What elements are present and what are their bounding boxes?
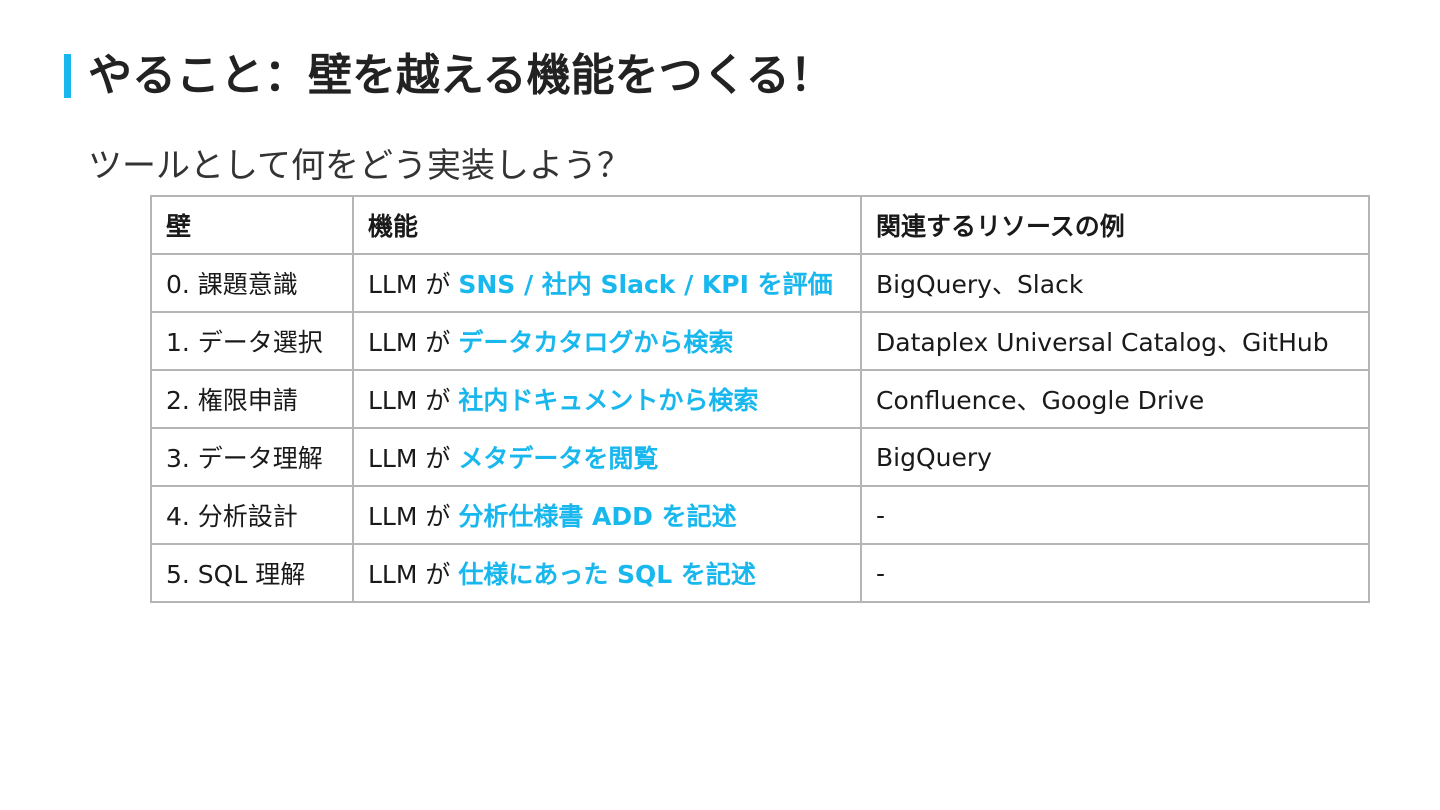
function-cell: LLM が メタデータを閲覧 — [352, 427, 862, 487]
function-prefix: LLM が — [368, 502, 459, 531]
resource-cell: - — [860, 485, 1370, 545]
table-row: 5. SQL 理解 LLM が 仕様にあった SQL を記述 - — [150, 543, 1370, 603]
function-highlight: 社内ドキュメントから検索 — [458, 386, 759, 415]
function-prefix: LLM が — [368, 444, 459, 473]
function-cell: LLM が 仕様にあった SQL を記述 — [352, 543, 862, 603]
wall-cell: 4. 分析設計 — [150, 485, 354, 545]
page-subtitle: ツールとして何をどう実装しよう？ — [88, 146, 631, 186]
function-prefix: LLM が — [368, 386, 459, 415]
resource-cell: BigQuery、Slack — [860, 253, 1370, 313]
function-highlight: データカタログから検索 — [458, 328, 734, 357]
header-resources: 関連するリソースの例 — [860, 195, 1370, 255]
wall-cell: 3. データ理解 — [150, 427, 354, 487]
function-highlight: 分析仕様書 ADD を記述 — [458, 502, 737, 531]
function-cell: LLM が 分析仕様書 ADD を記述 — [352, 485, 862, 545]
table-header-row: 壁 機能 関連するリソースの例 — [150, 195, 1370, 255]
header-function: 機能 — [352, 195, 862, 255]
page-title: やること：壁を越える機能をつくる！ — [88, 50, 834, 101]
title-accent-bar — [64, 54, 71, 98]
function-highlight: SNS / 社内 Slack / KPI を評価 — [458, 270, 833, 299]
resource-cell: Dataplex Universal Catalog、GitHub — [860, 311, 1370, 371]
function-prefix: LLM が — [368, 560, 459, 589]
walls-table: 壁 機能 関連するリソースの例 0. 課題意識 LLM が SNS / 社内 S… — [150, 195, 1370, 603]
function-cell: LLM が SNS / 社内 Slack / KPI を評価 — [352, 253, 862, 313]
table-row: 0. 課題意識 LLM が SNS / 社内 Slack / KPI を評価 B… — [150, 253, 1370, 313]
wall-cell: 1. データ選択 — [150, 311, 354, 371]
function-highlight: 仕様にあった SQL を記述 — [458, 560, 756, 589]
function-prefix: LLM が — [368, 270, 459, 299]
resource-cell: Confluence、Google Drive — [860, 369, 1370, 429]
function-highlight: メタデータを閲覧 — [458, 444, 659, 473]
table-row: 3. データ理解 LLM が メタデータを閲覧 BigQuery — [150, 427, 1370, 487]
wall-cell: 5. SQL 理解 — [150, 543, 354, 603]
table-row: 1. データ選択 LLM が データカタログから検索 Dataplex Univ… — [150, 311, 1370, 371]
function-cell: LLM が 社内ドキュメントから検索 — [352, 369, 862, 429]
wall-cell: 0. 課題意識 — [150, 253, 354, 313]
header-wall: 壁 — [150, 195, 354, 255]
table-row: 2. 権限申請 LLM が 社内ドキュメントから検索 Confluence、Go… — [150, 369, 1370, 429]
function-cell: LLM が データカタログから検索 — [352, 311, 862, 371]
resource-cell: - — [860, 543, 1370, 603]
table-row: 4. 分析設計 LLM が 分析仕様書 ADD を記述 - — [150, 485, 1370, 545]
wall-cell: 2. 権限申請 — [150, 369, 354, 429]
resource-cell: BigQuery — [860, 427, 1370, 487]
function-prefix: LLM が — [368, 328, 459, 357]
